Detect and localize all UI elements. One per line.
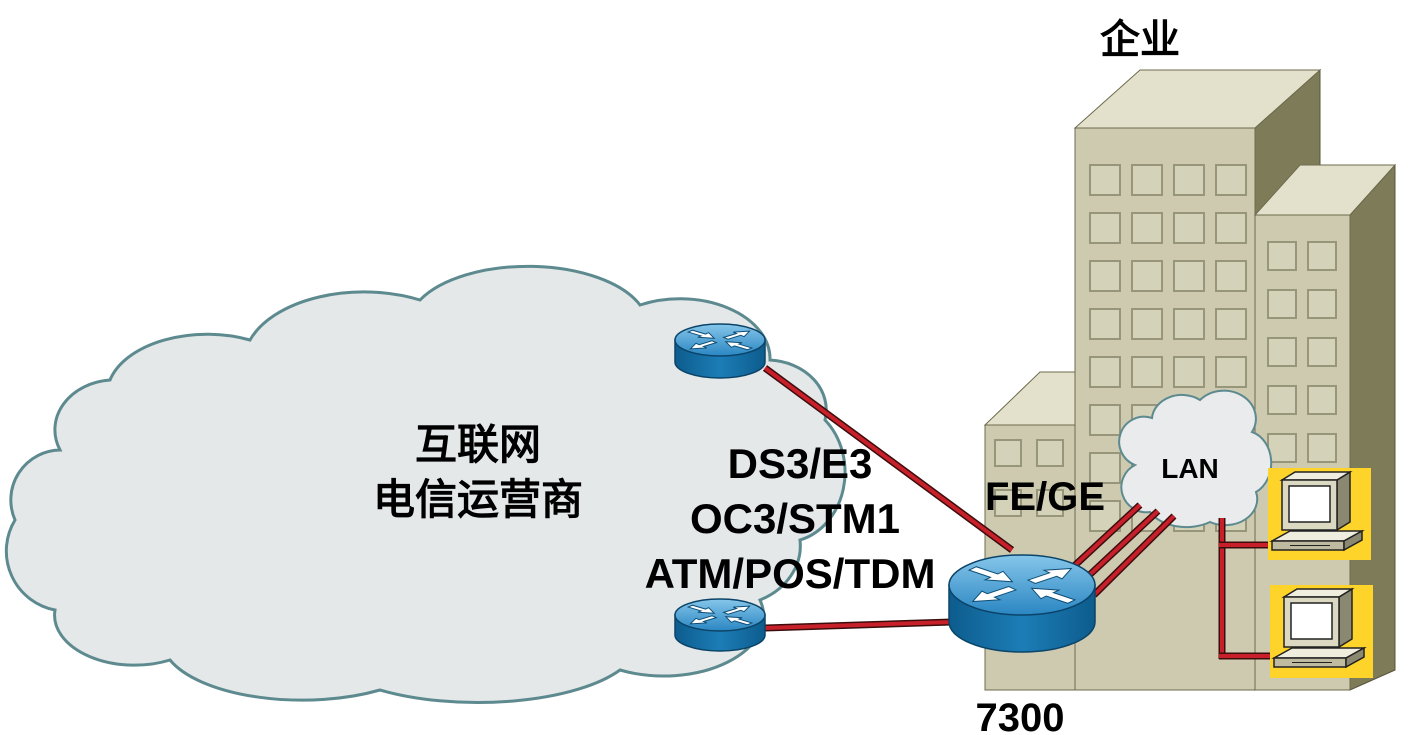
building-window [1215,164,1247,196]
building-window [1215,308,1247,340]
lan-interface-label: FE/GE [985,475,1105,519]
wan-interface-label: DS3/E3 [728,440,873,487]
wan-link-bottom [764,618,953,632]
building-window [1089,308,1121,340]
building-window [1089,212,1121,244]
building-window [1267,385,1297,415]
enterprise-label: 企业 [1100,17,1180,62]
building-window [1215,212,1247,244]
building-window [1215,260,1247,292]
building-window [1173,164,1205,196]
building-window [1131,260,1163,292]
wan-interface-label: ATM/POS/TDM [645,550,936,597]
carrier-label: 电信运营商 [373,476,583,523]
lan-cloud-label: LAN [1161,453,1219,484]
pc-icon [1268,468,1371,560]
building-window [994,439,1022,467]
building-window [1131,164,1163,196]
building-window [1173,260,1205,292]
router-model-label: 7300 [976,696,1065,735]
building-window [1173,356,1205,388]
building-window [1307,385,1337,415]
building-window [1267,241,1297,271]
building-window [1131,308,1163,340]
building-window [1036,489,1064,517]
building-window [1215,356,1247,388]
building-window [1089,164,1121,196]
carrier-router-top-icon [674,323,766,379]
enterprise-buildings-icon [983,68,1397,692]
lan-links [1069,502,1177,598]
pc-links [1218,518,1272,660]
internet-cloud-icon [4,264,847,705]
building-roof [983,371,1076,426]
building-tall [1073,68,1322,692]
building-window [1307,337,1337,367]
wan-link-top [762,365,1015,553]
building-window [1131,356,1163,388]
internet-label: 互联网 [415,421,541,468]
carrier-router-bottom-icon [674,598,766,652]
building-window [1131,212,1163,244]
pc-icon [1270,585,1373,678]
building-window [1267,433,1297,463]
building-window [1089,452,1121,484]
building-window [1089,356,1121,388]
building-window [1267,289,1297,319]
building-window [1307,289,1337,319]
building-window [1173,308,1205,340]
building-window [994,489,1022,517]
edge-router-7300-icon [948,554,1096,653]
building-window [1089,260,1121,292]
building-window [1173,212,1205,244]
building-window [1267,337,1297,367]
building-window [1089,404,1121,436]
wan-interface-label: OC3/STM1 [690,495,900,542]
building-window [1307,433,1337,463]
building-window [1307,241,1337,271]
building-window [1036,439,1064,467]
